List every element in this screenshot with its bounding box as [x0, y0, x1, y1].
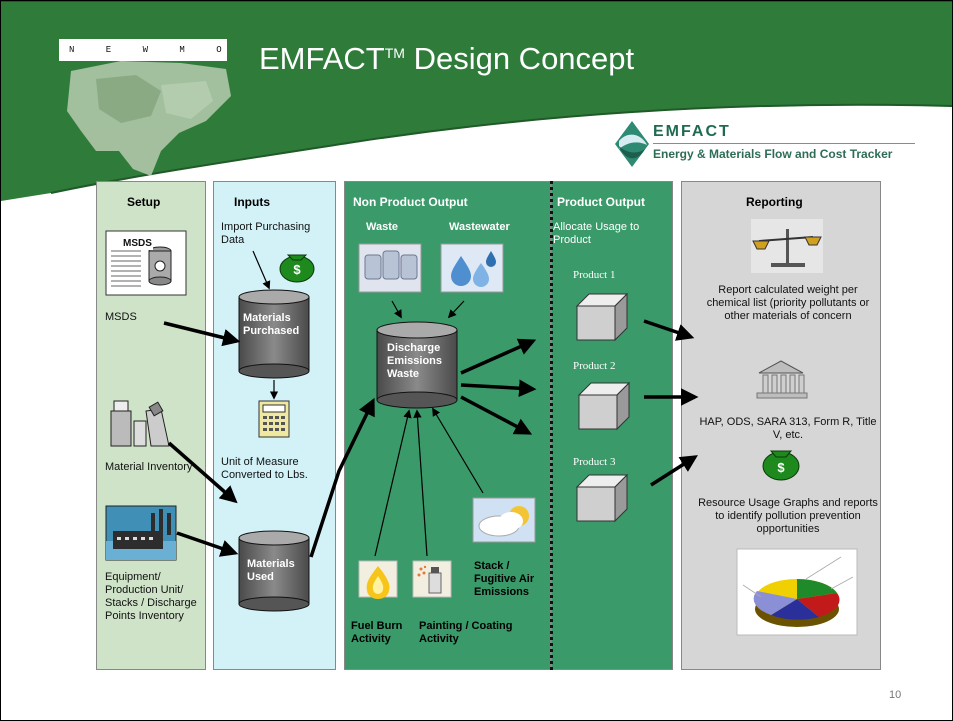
lab-bottles-icon: [110, 400, 170, 447]
money-bag-report-icon: $: [762, 450, 800, 481]
column-divider: [550, 181, 553, 670]
materials-used-cylinder: [238, 530, 310, 612]
product-2-label: Product 2: [573, 360, 616, 372]
flame-icon: [358, 560, 398, 599]
msds-document-icon: [105, 230, 187, 296]
non-product-heading: Non Product Output: [353, 195, 468, 209]
material-inventory-label: Material Inventory: [105, 461, 193, 473]
money-bag-icon: $: [279, 254, 315, 283]
header-band: [1, 1, 952, 201]
product-cube-1: [575, 292, 629, 342]
slide-title: EMFACTTM Design Concept: [259, 41, 635, 76]
product-1-label: Product 1: [573, 269, 616, 281]
government-building-icon: [756, 360, 808, 399]
page-number: 10: [889, 689, 902, 701]
factory-icon: [105, 505, 177, 561]
msds-label: MSDS: [105, 311, 137, 323]
setup-heading: Setup: [127, 195, 161, 209]
emfact-logo-icon: [615, 121, 649, 167]
discharge-cylinder: [376, 321, 458, 409]
inputs-heading: Inputs: [234, 195, 270, 209]
emfact-logo: EMFACT Energy & Materials Flow and Cost …: [613, 119, 943, 171]
scale-icon: [751, 219, 823, 273]
reporting-heading: Reporting: [746, 195, 803, 209]
spray-can-icon: [412, 560, 452, 598]
product-cube-2: [577, 381, 631, 431]
materials-purchased-cylinder: [238, 289, 310, 379]
stack-label: Stack / Fugitive Air Emissions: [474, 560, 535, 598]
calculator-icon: [258, 400, 290, 438]
logo-divider: [653, 143, 915, 144]
product-cube-3: [575, 473, 629, 523]
pie-chart-icon: [736, 548, 858, 636]
svg-text:$: $: [293, 262, 301, 277]
weather-cloud-icon: [472, 497, 536, 543]
wastewater-drops-icon: [440, 243, 504, 293]
discharge-label: Discharge Emissions Waste: [387, 342, 443, 380]
map-icon: [67, 61, 231, 176]
report-chemical-list-text: Report calculated weight per chemical li…: [706, 284, 870, 322]
unit-converted-label: Unit of Measure Converted to Lbs.: [221, 456, 308, 481]
logo-tagline: Energy & Materials Flow and Cost Tracker: [653, 147, 893, 161]
allocate-label: Allocate Usage to Product: [553, 221, 640, 246]
svg-text:$: $: [777, 460, 785, 475]
report-hap-text: HAP, ODS, SARA 313, Form R, Title V, etc…: [699, 416, 877, 441]
wastewater-label: Wastewater: [449, 221, 510, 233]
materials-used-label: Materials Used: [247, 558, 295, 583]
waste-label: Waste: [366, 221, 398, 233]
waste-barrels-icon: [358, 243, 422, 293]
report-graphs-text: Resource Usage Graphs and reports to ide…: [698, 497, 878, 535]
fuel-burn-label: Fuel Burn Activity: [351, 620, 403, 645]
materials-purchased-label: Materials Purchased: [243, 312, 300, 337]
import-purchasing-label: Import Purchasing Data: [221, 221, 311, 246]
newmoa-banner: N E W M O A: [59, 39, 227, 61]
product-3-label: Product 3: [573, 456, 616, 468]
product-heading: Product Output: [557, 195, 645, 209]
painting-label: Painting / Coating Activity: [419, 620, 513, 645]
logo-name: EMFACT: [653, 123, 731, 140]
msds-doc-label: MSDS: [122, 237, 153, 250]
equipment-inventory-label: Equipment/ Production Unit/ Stacks / Dis…: [105, 571, 197, 622]
